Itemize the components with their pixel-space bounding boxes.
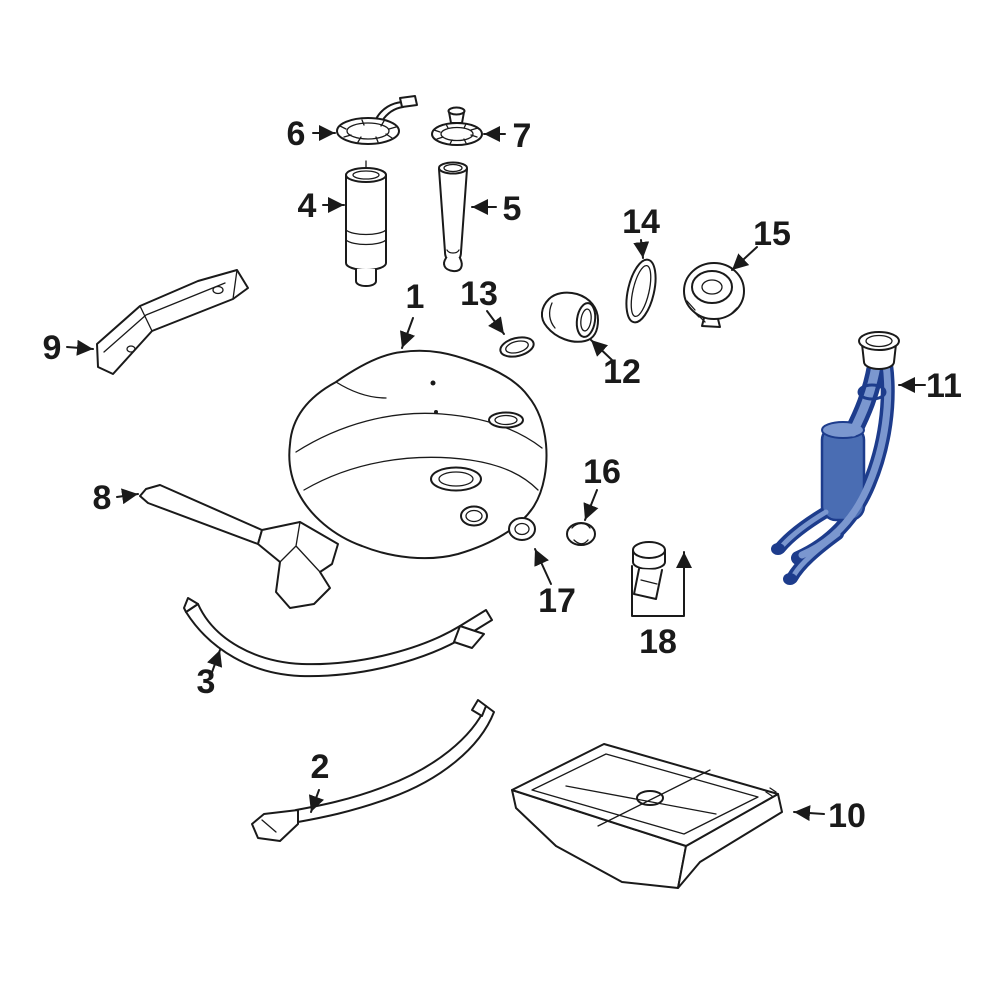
part-12-filler-boot-drawing	[541, 291, 599, 343]
callout-1: 1	[399, 278, 425, 349]
part-13-clamp-ring-drawing	[499, 336, 535, 358]
part-14-seal-ring-drawing	[625, 258, 657, 324]
callout-label-18: 18	[639, 623, 677, 661]
callout-label-6: 6	[287, 115, 306, 153]
callout-11: 11	[898, 367, 962, 405]
part-7-lock-ring-drawing	[431, 106, 483, 146]
callout-4: 4	[298, 187, 345, 225]
callout-16: 16	[583, 453, 621, 521]
callout-8: 8	[93, 479, 139, 517]
callout-9: 9	[43, 329, 94, 367]
callout-label-7: 7	[513, 117, 532, 155]
part-15-fuel-cap-drawing	[683, 262, 745, 328]
callout-7: 7	[483, 117, 532, 155]
part-17-grommet-drawing	[508, 517, 536, 541]
callout-label-2: 2	[311, 748, 330, 786]
callout-label-4: 4	[298, 187, 317, 225]
part-16-clip-drawing	[566, 522, 596, 546]
callout-label-13: 13	[460, 275, 498, 313]
callout-label-17: 17	[538, 582, 576, 620]
part-1-fuel-tank-drawing	[288, 349, 548, 560]
part-2-tank-strap-drawing	[251, 699, 495, 842]
part-18-valve-drawing	[632, 541, 666, 600]
callout-label-8: 8	[93, 479, 112, 517]
callout-label-12: 12	[603, 353, 641, 391]
callout-label-14: 14	[622, 203, 660, 241]
callout-10: 10	[793, 797, 866, 835]
callout-15: 15	[731, 215, 791, 271]
callout-label-15: 15	[753, 215, 791, 253]
part-11-filler-pipe-drawing	[771, 331, 900, 585]
callout-14: 14	[622, 203, 660, 259]
part-8-bracket-drawing	[139, 484, 339, 609]
part-4-fuel-pump-drawing	[345, 160, 387, 287]
part-9-heat-shield-drawing	[96, 269, 249, 375]
callout-label-11: 11	[926, 367, 962, 405]
callout-13: 13	[460, 275, 505, 335]
callout-6: 6	[287, 115, 336, 153]
callout-label-1: 1	[406, 278, 425, 316]
part-6-lock-ring-drawing	[336, 95, 418, 145]
callout-12: 12	[590, 339, 641, 391]
callout-5: 5	[471, 190, 522, 228]
callout-label-16: 16	[583, 453, 621, 491]
callout-label-10: 10	[828, 797, 866, 835]
callout-label-9: 9	[43, 329, 62, 367]
part-5-filler-tube-drawing	[438, 161, 468, 273]
part-10-tank-shield-drawing	[511, 743, 783, 889]
callout-2: 2	[308, 748, 330, 813]
callout-label-3: 3	[197, 663, 216, 701]
part-3-tank-strap-drawing	[183, 597, 493, 678]
callout-17: 17	[534, 548, 576, 620]
callout-label-5: 5	[503, 190, 522, 228]
callout-3: 3	[197, 649, 223, 701]
callout-18: 18	[631, 551, 692, 661]
